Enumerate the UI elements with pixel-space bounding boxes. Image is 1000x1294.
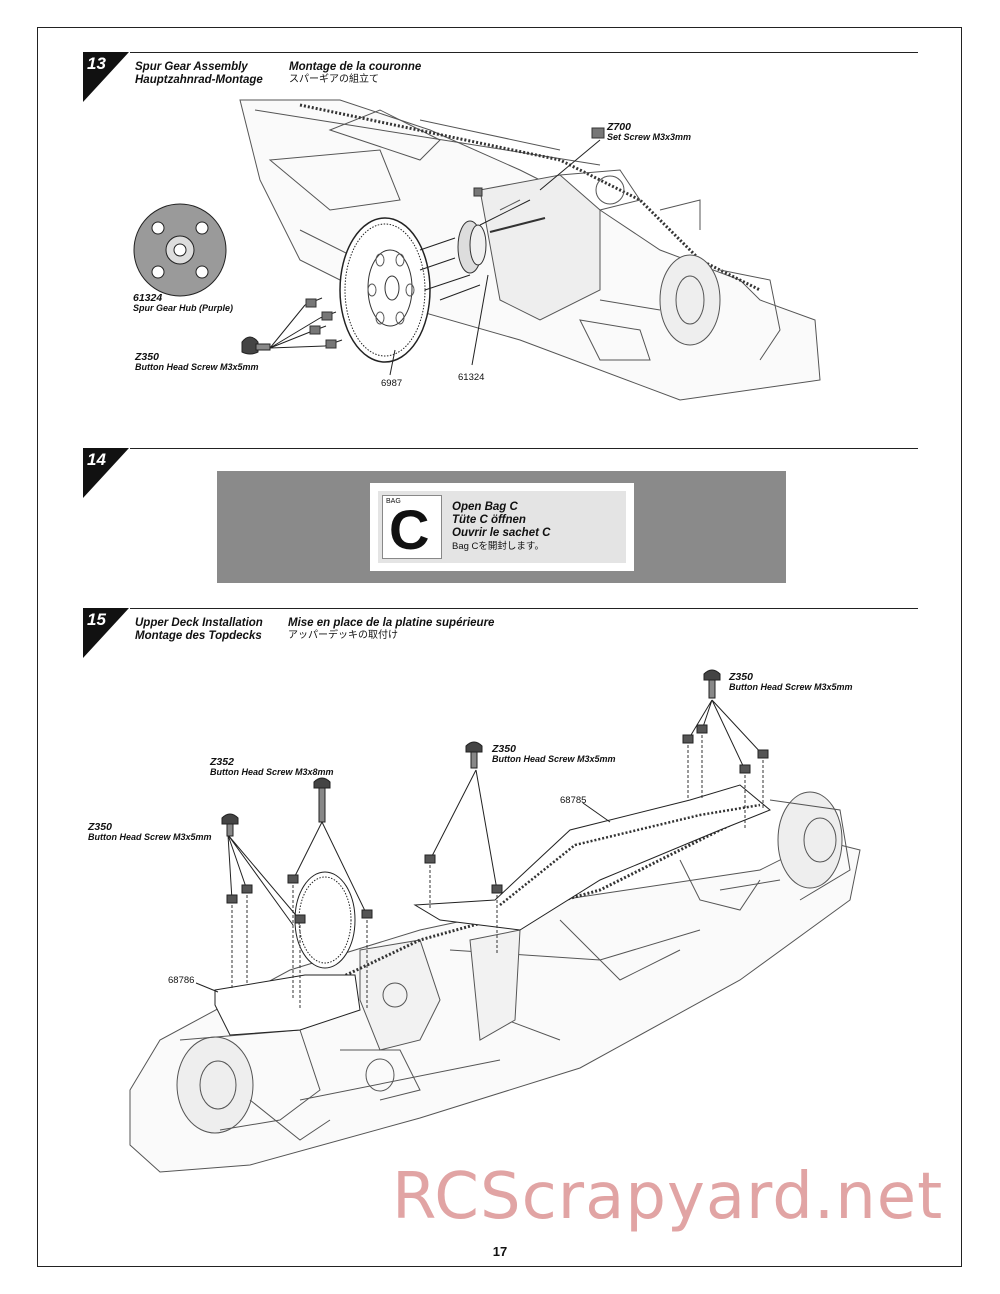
step-header-rule xyxy=(130,52,918,53)
bag-text-fr: Ouvrir le sachet C xyxy=(452,527,551,539)
page-frame xyxy=(37,27,962,1267)
step-badge: 13 xyxy=(83,52,129,102)
upper-deck-installation-illustration xyxy=(0,0,1000,1200)
step-title-jp: アッパーデッキの取付け xyxy=(288,630,398,641)
step-header-rule xyxy=(130,448,918,449)
bag-text-de: Tüte C öffnen xyxy=(452,514,526,526)
callout-6987: 6987 xyxy=(381,378,403,389)
bag-card-inner: BAG C Open Bag C Tüte C öffnen Ouvrir le… xyxy=(378,491,626,563)
bag-text-jp: Bag Cを開封します。 xyxy=(452,541,544,552)
callout-61324: 61324 xyxy=(458,372,485,383)
step-title-en: Upper Deck Installation xyxy=(135,617,263,629)
callout-68785: 68785 xyxy=(560,795,587,806)
step-header-rule xyxy=(130,608,918,609)
bag-panel: BAG C Open Bag C Tüte C öffnen Ouvrir le… xyxy=(217,471,786,583)
step-number: 13 xyxy=(87,54,106,73)
bag-text-en: Open Bag C xyxy=(452,501,518,513)
spur-gear-hub-detail xyxy=(134,204,226,296)
watermark: RCScrapyard.net xyxy=(392,1160,944,1234)
step-14: 14 BAG C Open Bag C Tüte C öffnen Ouvrir… xyxy=(0,0,1000,600)
bag-instructions: Open Bag C Tüte C öffnen Ouvrir le sache… xyxy=(452,501,550,553)
step-title-de: Montage des Topdecks xyxy=(135,630,262,642)
step-title-de: Hauptzahnrad-Montage xyxy=(135,74,263,86)
bag-card: BAG C Open Bag C Tüte C öffnen Ouvrir le… xyxy=(370,483,634,571)
step-13: 13 Spur Gear Assembly Hauptzahnrad-Monta… xyxy=(0,0,1000,440)
step-title-jp: スパーギアの組立て xyxy=(289,74,379,85)
callout-68786: 68786 xyxy=(168,975,195,986)
step-badge: 14 xyxy=(83,448,129,498)
screw-z350-icon xyxy=(242,337,270,354)
step-number: 15 xyxy=(87,610,106,629)
step-title-fr: Mise en place de la platine supérieure xyxy=(288,617,495,629)
spur-gear-assembly-illustration xyxy=(0,0,1000,440)
screw-icons xyxy=(222,670,720,836)
step-title-en: Spur Gear Assembly xyxy=(135,61,248,73)
bag-letter-box: BAG C xyxy=(382,495,442,561)
bag-word: BAG xyxy=(386,498,401,505)
page-number: 17 xyxy=(492,1244,508,1259)
bag-letter: C xyxy=(389,498,430,561)
step-number: 14 xyxy=(87,450,106,469)
step-title-fr: Montage de la couronne xyxy=(289,61,422,73)
step-badge: 15 xyxy=(83,608,129,658)
step-15: 15 Upper Deck Installation Montage des T… xyxy=(0,0,1000,1200)
